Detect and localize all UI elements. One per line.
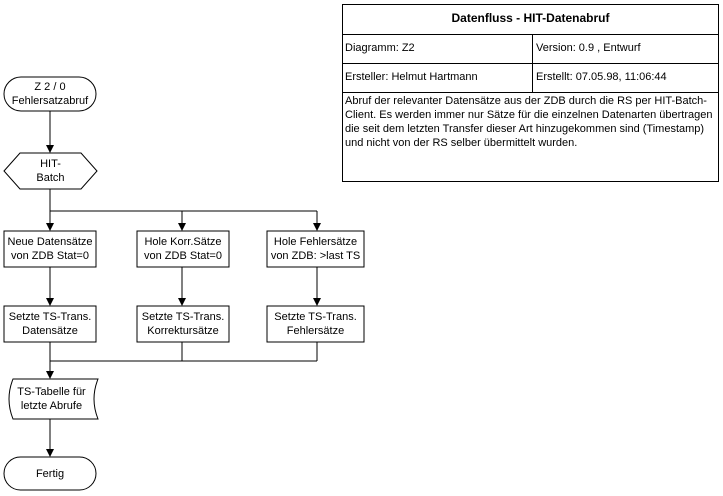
batch-hexagon-shape[interactable]	[3, 152, 98, 190]
ts-err-line1: Setzte TS-Trans.	[274, 311, 357, 323]
start-line1: Z 2 / 0	[34, 81, 66, 93]
version-label: Version: 0.9 , Entwurf	[536, 42, 641, 54]
fetch-corr-label: Hole Korr.Sätze von ZDB Stat=0	[137, 231, 229, 267]
fetch-new-line1: Neue Datensätze	[7, 236, 93, 248]
ts-table-label: TS-Tabelle für letzte Abrufe	[9, 379, 94, 419]
ts-corr-line2: Korrektursätze	[147, 325, 219, 337]
end-terminator-shape[interactable]	[3, 456, 97, 491]
info-title: Datenfluss - HIT-Datenabruf	[343, 5, 718, 35]
ts-data-label: Setzte TS-Trans. Datensätze	[4, 306, 96, 342]
fetch-corr-box[interactable]	[136, 230, 230, 268]
fetch-err-line1: Hole Fehlersätze	[273, 236, 358, 248]
ts-err-box[interactable]	[266, 305, 365, 343]
ts-err-line2: Fehlersätze	[286, 325, 345, 337]
fetch-err-label: Hole Fehlersätze von ZDB: >last TS	[267, 231, 364, 267]
fetch-new-label: Neue Datensätze von ZDB Stat=0	[4, 231, 96, 267]
end-text: Fertig	[35, 467, 65, 480]
start-label: Z 2 / 0 Fehlersatzabruf	[4, 77, 96, 111]
batch-line2: Batch	[36, 172, 65, 184]
fetch-corr-line1: Hole Korr.Sätze	[144, 236, 222, 248]
fetch-err-box[interactable]	[266, 230, 365, 268]
end-label: Fertig	[4, 457, 96, 490]
info-row-author: Ersteller: Helmut Hartmann Erstellt: 07.…	[343, 64, 718, 93]
ts-data-box[interactable]	[3, 305, 97, 343]
ts-data-line1: Setzte TS-Trans.	[8, 311, 92, 323]
fetch-new-line2: von ZDB Stat=0	[11, 250, 89, 262]
info-row-diagram: Diagramm: Z2 Version: 0.9 , Entwurf	[343, 35, 718, 64]
fetch-new-box[interactable]	[3, 230, 97, 268]
ts-corr-label: Setzte TS-Trans. Korrektursätze	[137, 306, 229, 342]
ts-corr-line1: Setzte TS-Trans.	[141, 311, 225, 323]
diagram-label: Diagramm: Z2	[343, 35, 533, 63]
batch-line1: HIT-	[40, 158, 61, 170]
start-line2: Fehlersatzabruf	[11, 95, 89, 107]
info-panel: Datenfluss - HIT-Datenabruf Diagramm: Z2…	[342, 4, 719, 182]
ts-err-label: Setzte TS-Trans. Fehlersätze	[267, 306, 364, 342]
ts-corr-box[interactable]	[136, 305, 230, 343]
description-text: Abruf der relevanter Datensätze aus der …	[345, 95, 713, 149]
created-label: Erstellt: 07.05.98, 11:06:44	[536, 71, 667, 83]
ts-data-line2: Datensätze	[22, 325, 78, 337]
fetch-err-line2: von ZDB: >last TS	[270, 250, 361, 262]
batch-label: HIT- Batch	[4, 153, 97, 189]
ts-table-line2: letzte Abrufe	[20, 400, 83, 412]
author-label: Ersteller: Helmut Hartmann	[343, 64, 533, 92]
fetch-corr-line2: von ZDB Stat=0	[144, 250, 222, 262]
ts-table-line1: TS-Tabelle für	[17, 386, 86, 398]
ts-table-store-shape[interactable]	[8, 378, 99, 420]
